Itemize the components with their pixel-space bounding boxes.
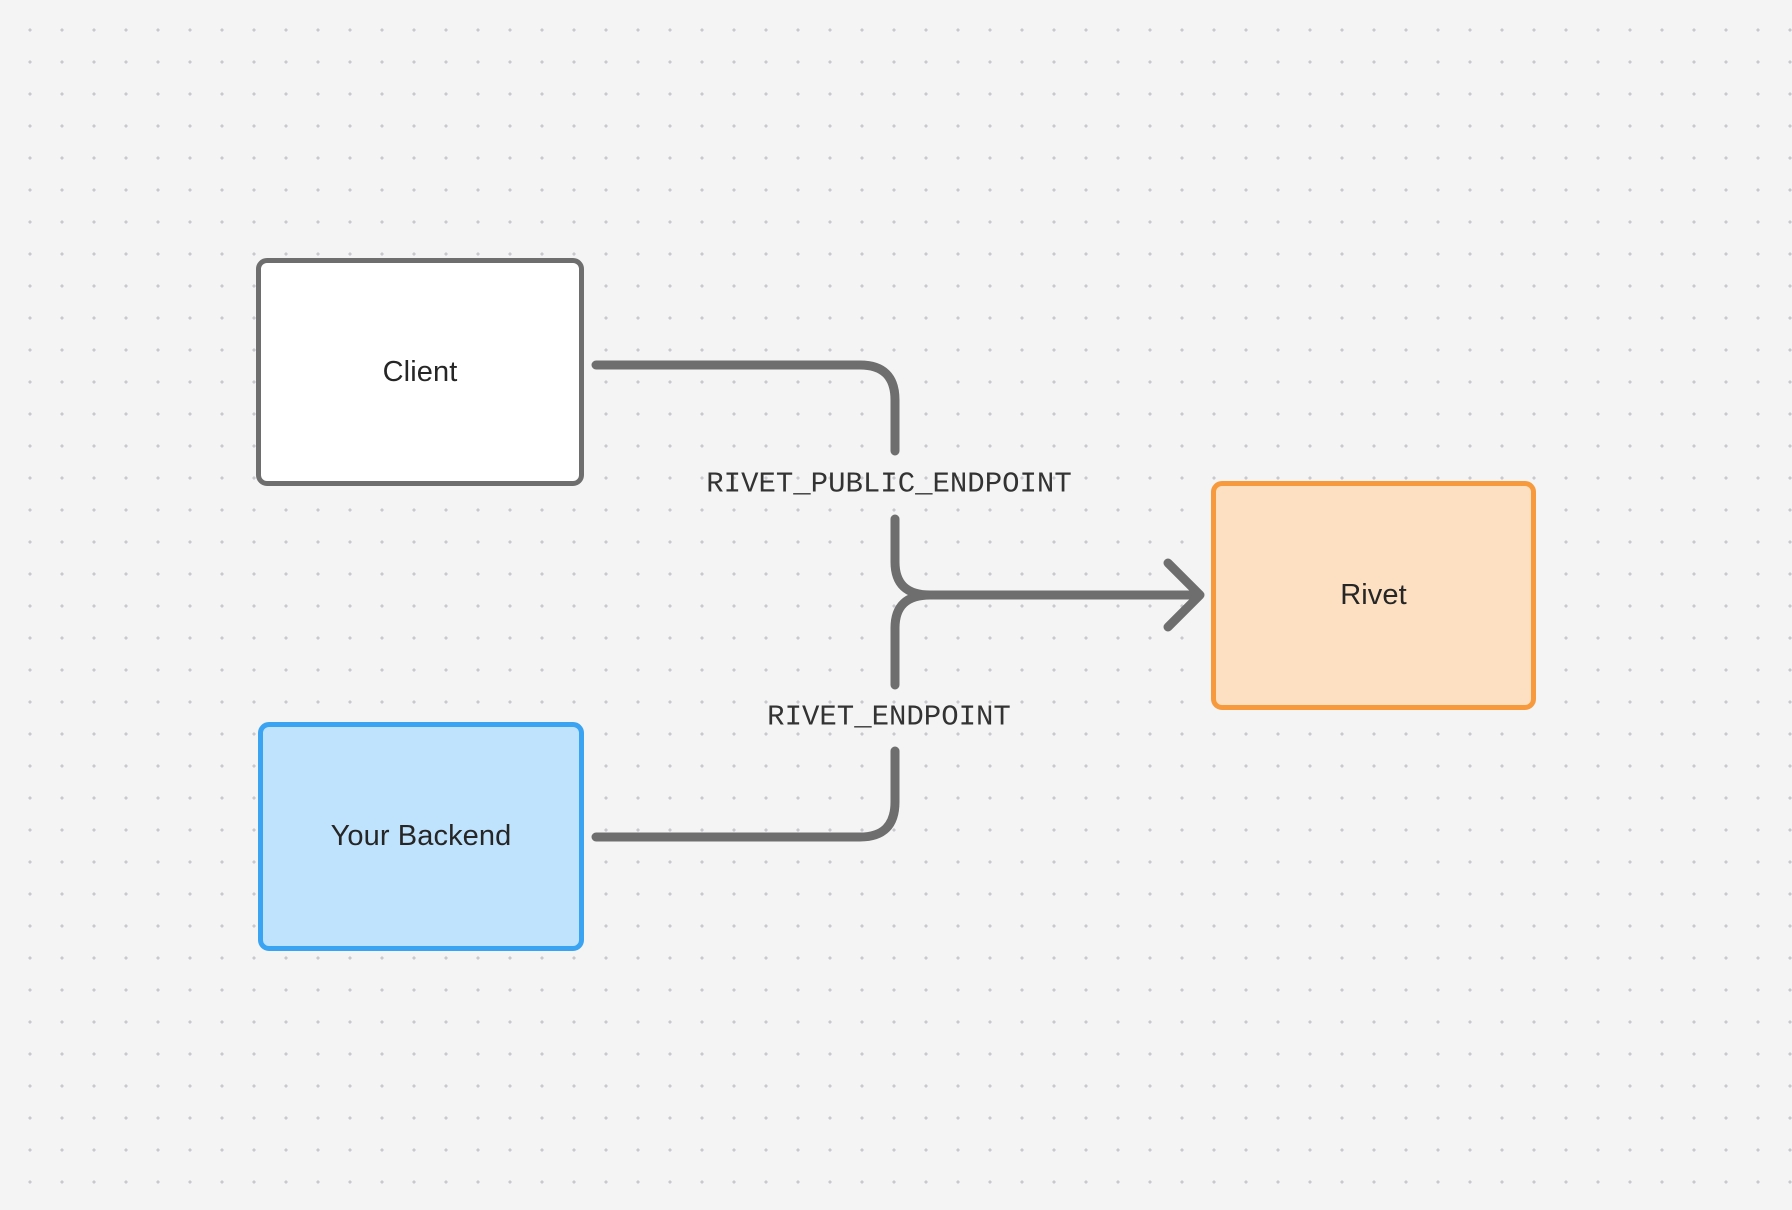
node-your-backend[interactable]: Your Backend: [258, 722, 584, 951]
node-your-backend-label: Your Backend: [330, 820, 512, 853]
edge-label-rivet-endpoint: RIVET_ENDPOINT: [767, 700, 1011, 734]
edge-backend-to-junction-lower: [591, 746, 900, 842]
arrowhead-icon: [1163, 558, 1205, 632]
node-rivet-label: Rivet: [1340, 579, 1407, 612]
edge-client-to-junction-lower: [890, 514, 945, 600]
node-rivet[interactable]: Rivet: [1211, 481, 1536, 710]
node-client-label: Client: [382, 355, 458, 388]
edge-label-rivet-public-endpoint: RIVET_PUBLIC_ENDPOINT: [706, 467, 1072, 501]
edge-client-to-junction-upper: [591, 360, 900, 456]
node-client[interactable]: Client: [256, 258, 584, 486]
edge-backend-to-junction-upper: [890, 590, 945, 690]
